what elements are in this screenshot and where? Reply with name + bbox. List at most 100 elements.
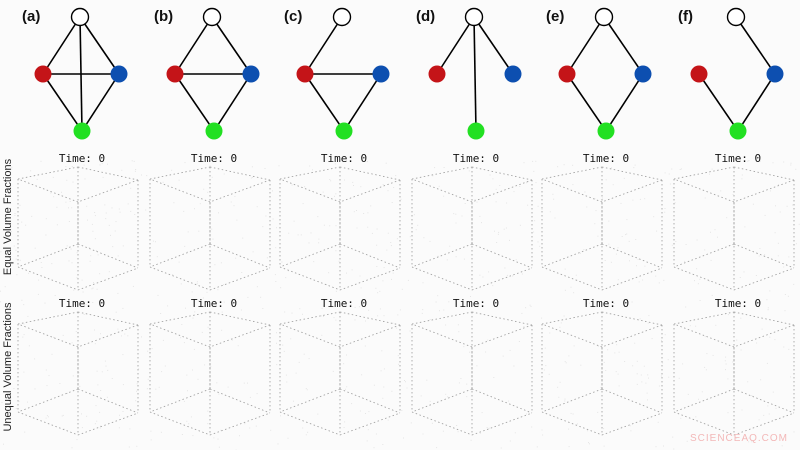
cube-edge (733, 166, 795, 181)
cube-edge (411, 266, 473, 291)
cube-edge (733, 324, 795, 348)
time-label: Time: 0 (714, 297, 762, 310)
panel-label: (a) (22, 8, 41, 25)
cube-edge (541, 243, 603, 268)
node-green (73, 122, 91, 140)
cube-edge (17, 323, 79, 348)
node-top (464, 7, 484, 27)
cube-edge (541, 411, 603, 436)
cube-edge (471, 324, 533, 348)
graph-edge (174, 16, 213, 75)
cube-edge (209, 388, 271, 414)
cube-edge (339, 412, 401, 436)
simulation-cube (279, 311, 401, 436)
cube-edge (673, 411, 735, 436)
simulation-cube (673, 311, 795, 436)
graph-edge (735, 16, 776, 75)
cube-edge (471, 412, 533, 436)
cube-edge (411, 411, 473, 436)
graph-edge (343, 73, 382, 132)
cube-edge (339, 311, 401, 326)
cube-edge (149, 323, 211, 348)
graph-edge (566, 73, 607, 132)
time-label: Time: 0 (58, 152, 106, 165)
simulation-cube (673, 166, 795, 291)
cube-edge (77, 166, 139, 181)
cube-edge (149, 178, 211, 203)
graph-edge (79, 16, 120, 75)
graph-edge (436, 16, 475, 75)
time-label: Time: 0 (582, 152, 630, 165)
cube-edge (17, 388, 79, 413)
cube-edge (601, 412, 663, 436)
node-red (166, 65, 184, 83)
cube-edge (733, 243, 795, 269)
time-label: Time: 0 (714, 152, 762, 165)
watermark: SCIENCEAQ.COM (689, 433, 788, 444)
cube-edge (279, 266, 341, 291)
graph-edge (81, 73, 120, 132)
cube-edge (541, 166, 603, 180)
graph-panel-3 (296, 7, 390, 140)
cube-edge (471, 166, 533, 181)
cube-edge (601, 166, 663, 181)
node-blue (634, 65, 652, 83)
graph-edge (304, 73, 345, 132)
graph-edge (698, 73, 739, 132)
graph-panel-6 (690, 7, 784, 140)
cube-edge (77, 324, 139, 348)
node-top (594, 7, 614, 27)
panel-label: (f) (678, 8, 693, 25)
time-label: Time: 0 (320, 152, 368, 165)
cube-edge (339, 243, 401, 269)
cube-edge (77, 412, 139, 436)
time-label: Time: 0 (452, 297, 500, 310)
graph-panel-1 (34, 7, 128, 140)
cube-edge (339, 388, 401, 414)
cube-edge (149, 388, 211, 413)
cube-edge (411, 166, 473, 180)
graph-edge (42, 16, 81, 75)
time-label: Time: 0 (190, 297, 238, 310)
graph-edge (304, 16, 343, 75)
cube-edge (411, 311, 473, 325)
cube-edge (77, 179, 139, 203)
cube-edge (77, 243, 139, 269)
graph-panel-2 (166, 7, 260, 140)
cube-edge (339, 267, 401, 291)
cube-edge (77, 267, 139, 291)
cube-edge (733, 311, 795, 326)
panel-label: (c) (284, 8, 303, 25)
node-top (726, 7, 746, 27)
cube-edge (339, 179, 401, 203)
cube-edge (411, 243, 473, 268)
cube-edge (279, 323, 341, 348)
cube-edge (77, 311, 139, 326)
simulation-cube (149, 311, 271, 436)
graph-edge (42, 73, 83, 132)
cube-edge (149, 166, 211, 180)
cube-edge (279, 311, 341, 325)
cube-edge (673, 166, 735, 180)
graph-edge (473, 16, 514, 75)
cube-edge (279, 243, 341, 268)
time-label: Time: 0 (58, 297, 106, 310)
node-blue (110, 65, 128, 83)
graph-panel-5 (558, 7, 652, 140)
cube-edge (339, 166, 401, 181)
row-label-unequal: Unequal Volume Fractions (2, 302, 14, 432)
cube-edge (209, 179, 271, 203)
cube-edge (471, 388, 533, 414)
cube-edge (149, 311, 211, 325)
simulation-cube (149, 166, 271, 291)
simulation-cube (279, 166, 401, 291)
cube-edge (209, 267, 271, 291)
cube-edge (279, 166, 341, 180)
graph-edge (213, 73, 252, 132)
cube-edge (17, 178, 79, 203)
cube-edge (149, 266, 211, 291)
simulation-cube (411, 166, 533, 291)
panel-label: (d) (416, 8, 436, 25)
cube-edge (541, 323, 603, 348)
